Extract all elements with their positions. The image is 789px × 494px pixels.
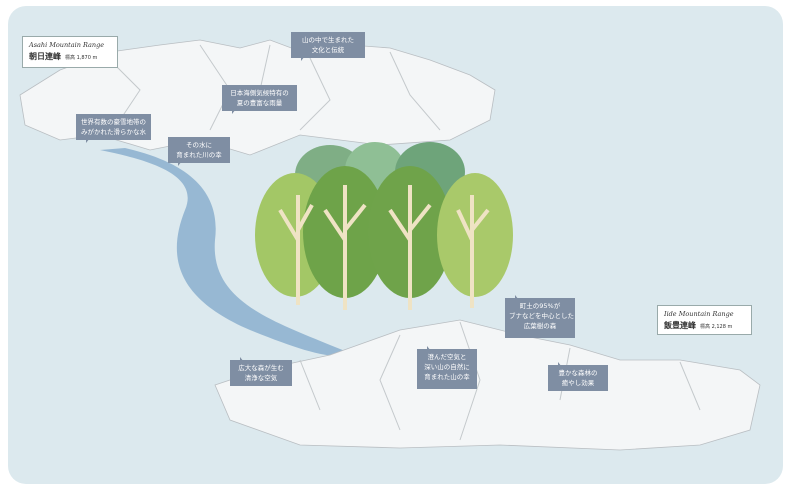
callout-rain: 日本海側気候特有の夏の豊富な雨量 <box>222 85 297 114</box>
callout-river: その水に育まれた川の幸 <box>168 137 230 166</box>
asahi-name-en: Asahi Mountain Range <box>29 41 105 49</box>
asahi-range-label: Asahi Mountain Range 朝日連峰標高 1,870 m <box>22 36 118 68</box>
callout-line: 広大な森が生む <box>238 364 284 372</box>
callout-line: その水に <box>186 141 212 149</box>
callout-line: 澄んだ空気と <box>427 353 467 361</box>
callout-line: 山の中で生まれた <box>302 36 354 44</box>
callout-line: 町土の95%が <box>519 302 561 310</box>
iide-name-jp: 飯豊連峰 <box>664 321 696 330</box>
callout-line: 文化と伝統 <box>311 46 345 54</box>
iide-elevation: 標高 2,128 m <box>700 324 733 330</box>
callout-line: 深い山の自然に <box>424 363 470 371</box>
callout-line: みがかれた滑らかな水 <box>81 128 146 136</box>
river <box>100 148 355 357</box>
callout-line: ブナなどを中心とした <box>509 312 574 320</box>
callout-forest: 町土の95%がブナなどを中心とした広葉樹の森 <box>505 295 575 338</box>
callout-line: 癒やし効果 <box>561 379 595 387</box>
callout-mountain-food: 澄んだ空気と深い山の自然に育まれた山の幸 <box>417 346 477 389</box>
callout-healing: 豊かな森林の癒やし効果 <box>548 362 608 391</box>
callout-culture: 山の中で生まれた文化と伝統 <box>291 32 365 61</box>
callout-line: 豊かな森林の <box>558 369 598 377</box>
asahi-name-jp: 朝日連峰 <box>29 52 61 61</box>
callout-line: 広葉樹の森 <box>523 322 557 330</box>
callout-line: 日本海側気候特有の <box>230 89 289 97</box>
iide-name-en: Iide Mountain Range <box>664 310 734 318</box>
callout-line: 育まれた川の幸 <box>176 151 222 159</box>
callout-line: 世界有数の豪雪地帯の <box>81 118 146 126</box>
forest <box>255 142 513 310</box>
iide-range-label: Iide Mountain Range 飯豊連峰標高 2,128 m <box>657 305 752 335</box>
callout-line: 夏の豊富な雨量 <box>236 99 283 107</box>
callout-water: 世界有数の豪雪地帯のみがかれた滑らかな水 <box>76 114 151 143</box>
callout-line: 育まれた山の幸 <box>424 373 470 381</box>
callout-line: 清浄な空気 <box>244 374 278 382</box>
callout-air: 広大な森が生む清浄な空気 <box>230 357 292 386</box>
asahi-elevation: 標高 1,870 m <box>65 55 98 61</box>
